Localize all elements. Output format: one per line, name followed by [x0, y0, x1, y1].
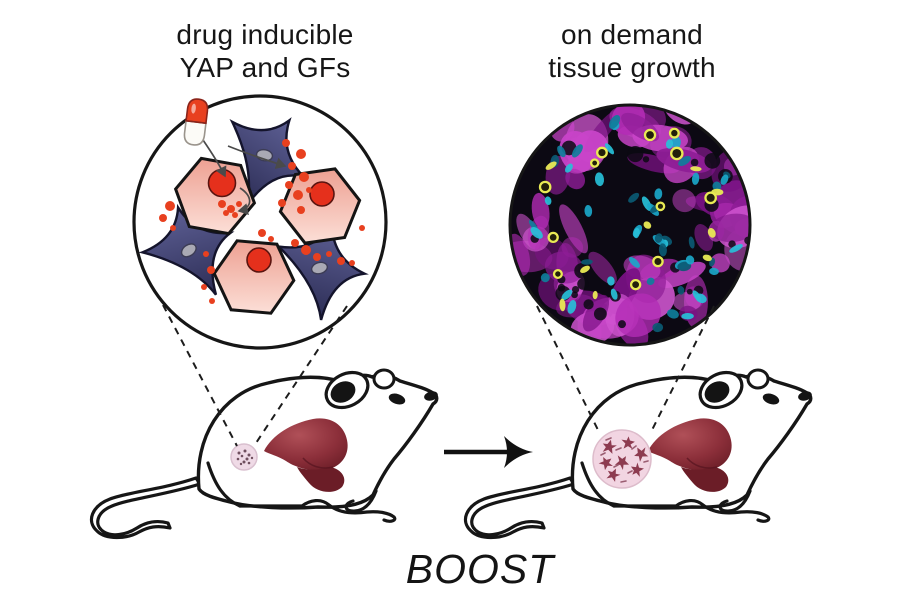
stellate-cell: [132, 194, 247, 312]
stellate-nucleus: [310, 261, 329, 275]
curved-signal-arrow-icon: [202, 139, 287, 215]
left-panel-title: drug inducible YAP and GFs: [125, 18, 405, 84]
right-panel-title: on demand tissue growth: [492, 18, 772, 84]
microscopy-inset-circle: [508, 103, 752, 347]
right-title-line2: tissue growth: [548, 52, 716, 83]
cell-nucleus: [207, 168, 237, 198]
mouse-right: [463, 363, 815, 540]
mouse-left: [89, 363, 441, 540]
graft-site-small: [230, 443, 258, 471]
dashed-callout-lines: [162, 304, 715, 447]
left-title-line1: drug inducible: [176, 19, 354, 50]
right-arrow-icon: [444, 436, 533, 468]
cell-nucleus: [246, 247, 272, 273]
right-title-line1: on demand: [561, 19, 703, 50]
graft-site-large: [592, 429, 652, 489]
callout-line: [536, 305, 600, 433]
cell-inset-circle: [132, 92, 388, 350]
boost-label: BOOST: [405, 546, 555, 592]
left-title-line2: YAP and GFs: [179, 52, 351, 83]
microscopy-texture: [511, 106, 749, 344]
hexagonal-cell: [212, 239, 296, 315]
pill-capsule-icon: [183, 98, 209, 146]
hexagonal-cell: [278, 167, 362, 245]
callout-line: [253, 305, 348, 447]
growth-factor-dots: [159, 139, 365, 304]
callout-line: [650, 305, 715, 433]
stellate-nucleus: [180, 243, 197, 258]
callout-line: [162, 304, 238, 447]
cell-nucleus: [309, 181, 335, 207]
stellate-cell: [261, 212, 376, 329]
